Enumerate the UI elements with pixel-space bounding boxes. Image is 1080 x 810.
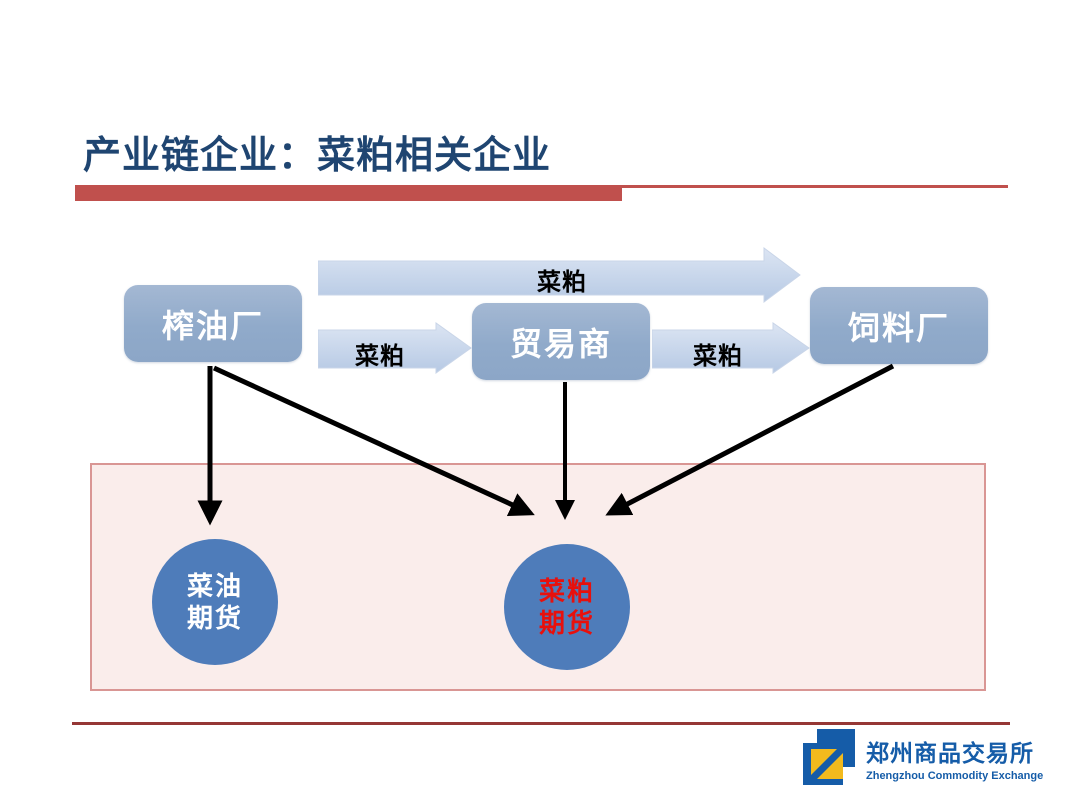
zce-logo: 郑州商品交易所 Zhengzhou Commodity Exchange: [803, 729, 1043, 787]
title-underline-thin: [622, 185, 1008, 188]
circle-rapeseed-oil-futures: 菜油 期货: [152, 539, 278, 665]
flow-arrow-top-label: 菜粕: [537, 269, 587, 296]
node-oil-press: 榨油厂: [124, 285, 302, 362]
circle-rapeseed-oil-futures-line1: 菜油: [186, 570, 243, 601]
node-trader: 贸易商: [472, 303, 650, 380]
node-trader-label: 贸易商: [509, 325, 612, 362]
zce-logo-icon: [803, 729, 855, 785]
page-title: 产业链企业：菜粕相关企业: [83, 135, 552, 177]
node-feed-factory: 饲料厂: [810, 287, 988, 364]
flow-arrow-left-label: 菜粕: [355, 343, 405, 370]
title-underline-thick: [75, 185, 622, 201]
flow-arrow-right-label: 菜粕: [693, 343, 743, 370]
zce-logo-name-en: Zhengzhou Commodity Exchange: [866, 770, 1044, 782]
node-feed-factory-label: 饲料厂: [847, 309, 950, 346]
zce-logo-text: 郑州商品交易所 Zhengzhou Commodity Exchange: [866, 734, 1043, 782]
circle-rapeseed-meal-futures-line2: 期货: [538, 608, 595, 638]
zce-logo-name-cn: 郑州商品交易所: [866, 740, 1034, 766]
flow-arrow-top-icon: [318, 247, 801, 303]
node-oil-press-label: 榨油厂: [161, 307, 264, 344]
circle-rapeseed-meal-futures: 菜粕 期货: [504, 544, 630, 670]
circle-rapeseed-oil-futures-line2: 期货: [186, 603, 243, 633]
footer-divider: [72, 722, 1010, 725]
circle-rapeseed-meal-futures-line1: 菜粕: [538, 575, 595, 606]
